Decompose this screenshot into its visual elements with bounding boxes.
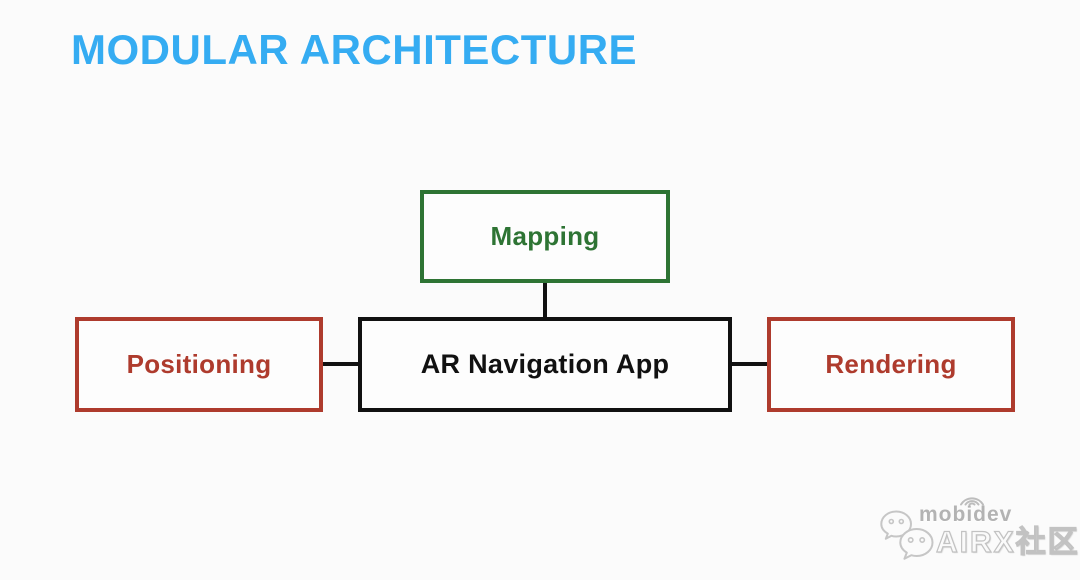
node-positioning-label: Positioning xyxy=(126,349,272,379)
node-rendering: Rendering xyxy=(767,317,1015,412)
page-title: MODULAR ARCHITECTURE xyxy=(71,26,638,73)
wifi-signal-icon xyxy=(960,497,984,506)
node-mapping-label: Mapping xyxy=(490,221,600,251)
node-rendering-label: Rendering xyxy=(825,349,957,379)
edge-mapping-to-center xyxy=(543,281,547,319)
wechat-icon xyxy=(880,510,934,560)
node-ar-navigation-app-label: AR Navigation App xyxy=(420,349,670,379)
edge-positioning-to-center xyxy=(321,362,360,366)
node-mapping: Mapping xyxy=(420,190,670,283)
watermark-brand-text: mobidev xyxy=(919,503,1013,526)
watermark-community-text: AIRX社区 xyxy=(935,525,1080,559)
node-ar-navigation-app: AR Navigation App xyxy=(358,317,732,412)
node-positioning: Positioning xyxy=(75,317,323,412)
edge-center-to-rendering xyxy=(730,362,769,366)
